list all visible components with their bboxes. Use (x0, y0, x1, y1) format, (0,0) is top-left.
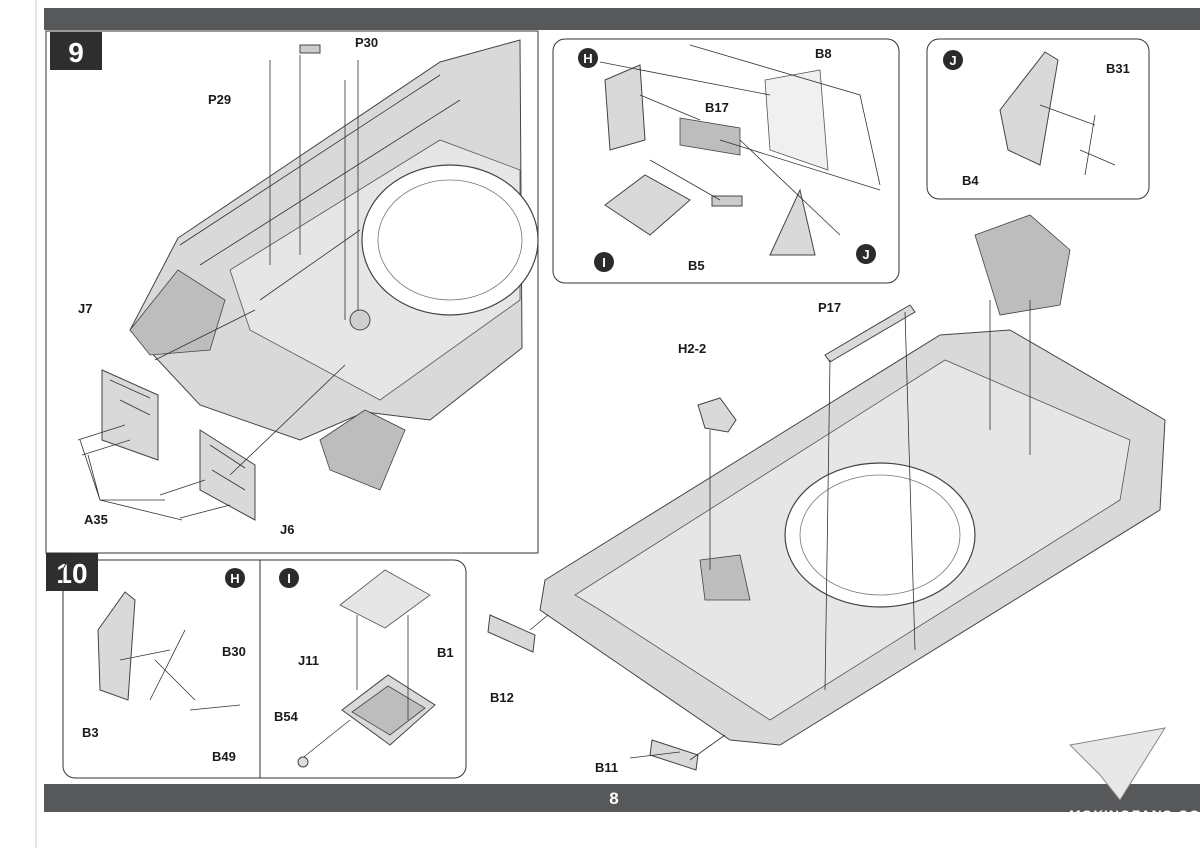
marker-j-top: J (862, 247, 869, 262)
label-h2-2: H2-2 (678, 341, 706, 356)
part-b12 (487, 614, 536, 653)
part-b17 (679, 117, 741, 156)
part-i-box (604, 174, 691, 236)
label-b4: B4 (962, 173, 979, 188)
top-band (44, 8, 1200, 30)
watermark-text: MOXINGFANS.COM (1068, 807, 1200, 823)
label-b11: B11 (595, 760, 618, 775)
marker-h-top: H (583, 51, 592, 66)
part-j11 (339, 569, 431, 629)
lower-hull-illustration: P17 H2-2 B12 B11 (487, 214, 1166, 775)
label-b1: B1 (437, 645, 454, 660)
step-9-panel: 9 P30 P29 J7 A35 (45, 30, 539, 554)
page-number: 8 (609, 789, 618, 808)
marker-i: I (287, 571, 291, 586)
label-j7: J7 (78, 301, 92, 316)
label-j11: J11 (298, 653, 319, 668)
marker-j: J (949, 53, 956, 68)
label-b17: B17 (705, 100, 729, 115)
step-9-number: 9 (68, 37, 84, 68)
paper-plane-logo (1068, 727, 1167, 801)
marker-i-top: I (602, 255, 606, 270)
part-p17 (824, 304, 916, 363)
part-j-wedge (769, 188, 816, 256)
label-b30: B30 (222, 644, 246, 659)
step-10-number: 10 (56, 558, 87, 589)
label-p29: P29 (208, 92, 231, 107)
subassembly-hi-panel: H I J B8 B17 B5 (552, 38, 900, 284)
label-b8: B8 (815, 46, 832, 61)
part-h2-2 (697, 397, 737, 433)
part-b5 (711, 195, 743, 207)
label-p17: P17 (818, 300, 841, 315)
bottom-band (44, 784, 1200, 812)
part-b11 (649, 739, 699, 771)
step-9-badge (50, 32, 102, 70)
part-b3 (97, 591, 136, 701)
part-b8 (764, 69, 829, 171)
label-p30: P30 (355, 35, 378, 50)
part-j7 (101, 369, 159, 461)
label-j6: J6 (280, 522, 294, 537)
watermark: MOXINGFANS.COM (1068, 727, 1200, 823)
label-b49: B49 (212, 749, 236, 764)
part-j6 (199, 429, 256, 521)
step-10-badge (46, 553, 98, 591)
label-b3: B3 (82, 725, 99, 740)
marker-h: H (230, 571, 239, 586)
part-b4 (999, 51, 1059, 166)
label-a35: A35 (84, 512, 108, 527)
label-b54: B54 (274, 709, 299, 724)
upper-hull-illustration (129, 39, 539, 491)
part-h-side (604, 64, 646, 151)
step-10-panel: 10 H B30 B3 B49 I J11 B1 B54 (46, 553, 467, 779)
subassembly-j-panel: J B31 B4 (926, 38, 1150, 200)
label-b31: B31 (1106, 61, 1130, 76)
label-b12: B12 (490, 690, 514, 705)
label-b5: B5 (688, 258, 705, 273)
